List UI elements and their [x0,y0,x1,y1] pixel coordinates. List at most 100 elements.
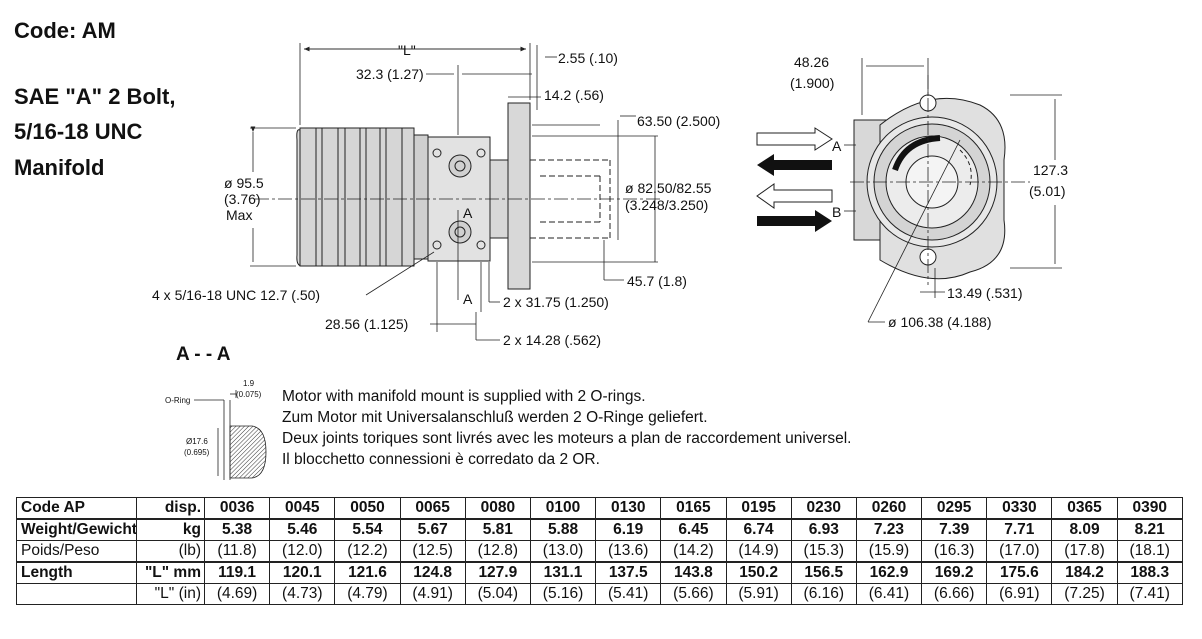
code-cell: 0195 [725,497,792,520]
length-mm-cell: 124.8 [399,561,466,584]
header-disp: disp. [136,497,205,520]
code-cell: 0260 [855,497,923,520]
code-cell: 0130 [595,497,662,520]
note-german: Zum Motor mit Universalanschluß werden 2… [282,409,708,426]
dim-48-26: 48.26 [794,54,830,70]
weight-kg-cell: 6.93 [790,518,857,541]
length-in-cell: (7.41) [1116,583,1183,605]
weight-kg-cell: 5.67 [399,518,466,541]
mount-title-line-3: Manifold [14,155,105,180]
table-row-length-mm: Length "L" mm 119.1 120.1 121.6 124.8 12… [16,561,1183,584]
oring-width: 1.9 [243,379,255,388]
length-mm-cell: 137.5 [595,561,662,584]
code-cell: 0390 [1116,497,1183,520]
length-mm-cell: 184.2 [1051,561,1118,584]
code-cell: 0230 [790,497,857,520]
length-in-cell: (7.25) [1051,583,1118,605]
code-cell: 0330 [986,497,1053,520]
dim-127-3: 127.3 [1033,162,1069,178]
dim-dia-95-5: ø 95.5 [224,175,264,191]
length-mm-cell: 121.6 [334,561,401,584]
length-in-cell: (5.41) [595,583,662,605]
side-view-motor [255,102,660,300]
dim-32-3: 32.3 (1.27) [356,66,424,82]
oring-diameter-in: (0.695) [184,448,210,457]
weight-lb-cell: (12.0) [269,540,336,563]
weight-kg-cell: 7.71 [986,518,1053,541]
length-in-cell: (4.73) [269,583,336,605]
code-cell: 0165 [660,497,727,520]
weight-kg-cell: 8.09 [1051,518,1118,541]
weight-lb-cell: (14.9) [725,540,792,563]
weight-lb-cell: (14.2) [660,540,727,563]
weight-label: Weight/Gewicht [16,518,137,541]
weight-lb-cell: (13.0) [529,540,597,563]
oring-diameter: Ø17.6 [186,437,208,446]
weight-kg-cell: 7.39 [921,518,988,541]
weight-unit: kg [136,518,205,541]
dim-max: Max [226,207,253,223]
code-cell: 0050 [334,497,401,520]
page-title: Code: AM [14,18,116,43]
length-mm-cell: 150.2 [725,561,792,584]
code-cell: 0065 [399,497,466,520]
note-italian: Il blocchetto connessioni è corredato da… [282,451,600,468]
length-in-cell: (5.91) [725,583,792,605]
dim-2-55: 2.55 (.10) [558,50,618,66]
length-mm-cell: 131.1 [529,561,597,584]
end-view-motor [850,75,1030,285]
port-a-label: A [832,138,842,154]
length-in-cell: (5.16) [529,583,597,605]
length-mm-cell: 175.6 [986,561,1053,584]
dim-dia-82-50: ø 82.50/82.55 [625,180,712,196]
weight-lb-cell: (17.8) [1051,540,1118,563]
dim-13-49: 13.49 (.531) [947,285,1023,301]
weight-kg-cell: 5.46 [269,518,336,541]
length-label: Length [16,561,137,584]
weight-lb-cell: (15.3) [790,540,857,563]
dim-dia-95-5-in: (3.76) [224,191,261,207]
weight-kg-cell: 5.38 [203,518,271,541]
length-in-cell: (6.91) [986,583,1053,605]
note-french: Deux joints toriques sont livrés avec le… [282,430,852,447]
weight-lb-cell: (11.8) [203,540,271,563]
length-mm-cell: 156.5 [790,561,857,584]
technical-drawing [194,43,1062,480]
weight-lb-cell: (12.2) [334,540,401,563]
dim-14-2: 14.2 (.56) [544,87,604,103]
weight-lb-cell: (13.6) [595,540,662,563]
length-in-cell: (6.41) [855,583,923,605]
dim-2x31-75: 2 x 31.75 (1.250) [503,294,609,310]
code-cell: 0080 [464,497,531,520]
weight-kg-cell: 6.74 [725,518,792,541]
table-row-weight-kg: Weight/Gewicht kg 5.38 5.46 5.54 5.67 5.… [16,518,1183,541]
weight-lb-cell: (12.5) [399,540,466,563]
section-marker-a-2: A [463,291,473,307]
dim-28-56: 28.56 (1.125) [325,316,409,332]
length-mm-cell: 120.1 [269,561,336,584]
port-b-label: B [832,204,842,220]
length-in-cell: (6.66) [921,583,988,605]
oring-label: O-Ring [165,396,191,405]
oring-width-in: (0.075) [236,390,262,399]
weight-kg-cell: 5.81 [464,518,531,541]
length-mm-cell: 188.3 [1116,561,1183,584]
code-cell: 0295 [921,497,988,520]
table-row-weight-lb: Poids/Peso (lb) (11.8) (12.0) (12.2) (12… [16,540,1183,563]
length-mm-cell: 127.9 [464,561,531,584]
length-in-cell: (5.04) [464,583,531,605]
dim-dia-106-38: ø 106.38 (4.188) [888,314,992,330]
length-in-cell: (4.69) [203,583,271,605]
dim-63-50: 63.50 (2.500) [637,113,721,129]
section-marker-a: A [463,205,473,221]
code-cell: 0365 [1051,497,1118,520]
note-english: Motor with manifold mount is supplied wi… [282,388,646,405]
length-in-cell: (4.91) [399,583,466,605]
length-in-cell: (6.16) [790,583,857,605]
header-code: Code AP [16,497,137,520]
bolt-callout: 4 x 5/16-18 UNC 12.7 (.50) [152,287,321,303]
weight-lb-cell: (16.3) [921,540,988,563]
length-in-cell: (4.79) [334,583,401,605]
dim-45-7: 45.7 (1.8) [627,273,687,289]
dim-127-3-in: (5.01) [1029,183,1066,199]
